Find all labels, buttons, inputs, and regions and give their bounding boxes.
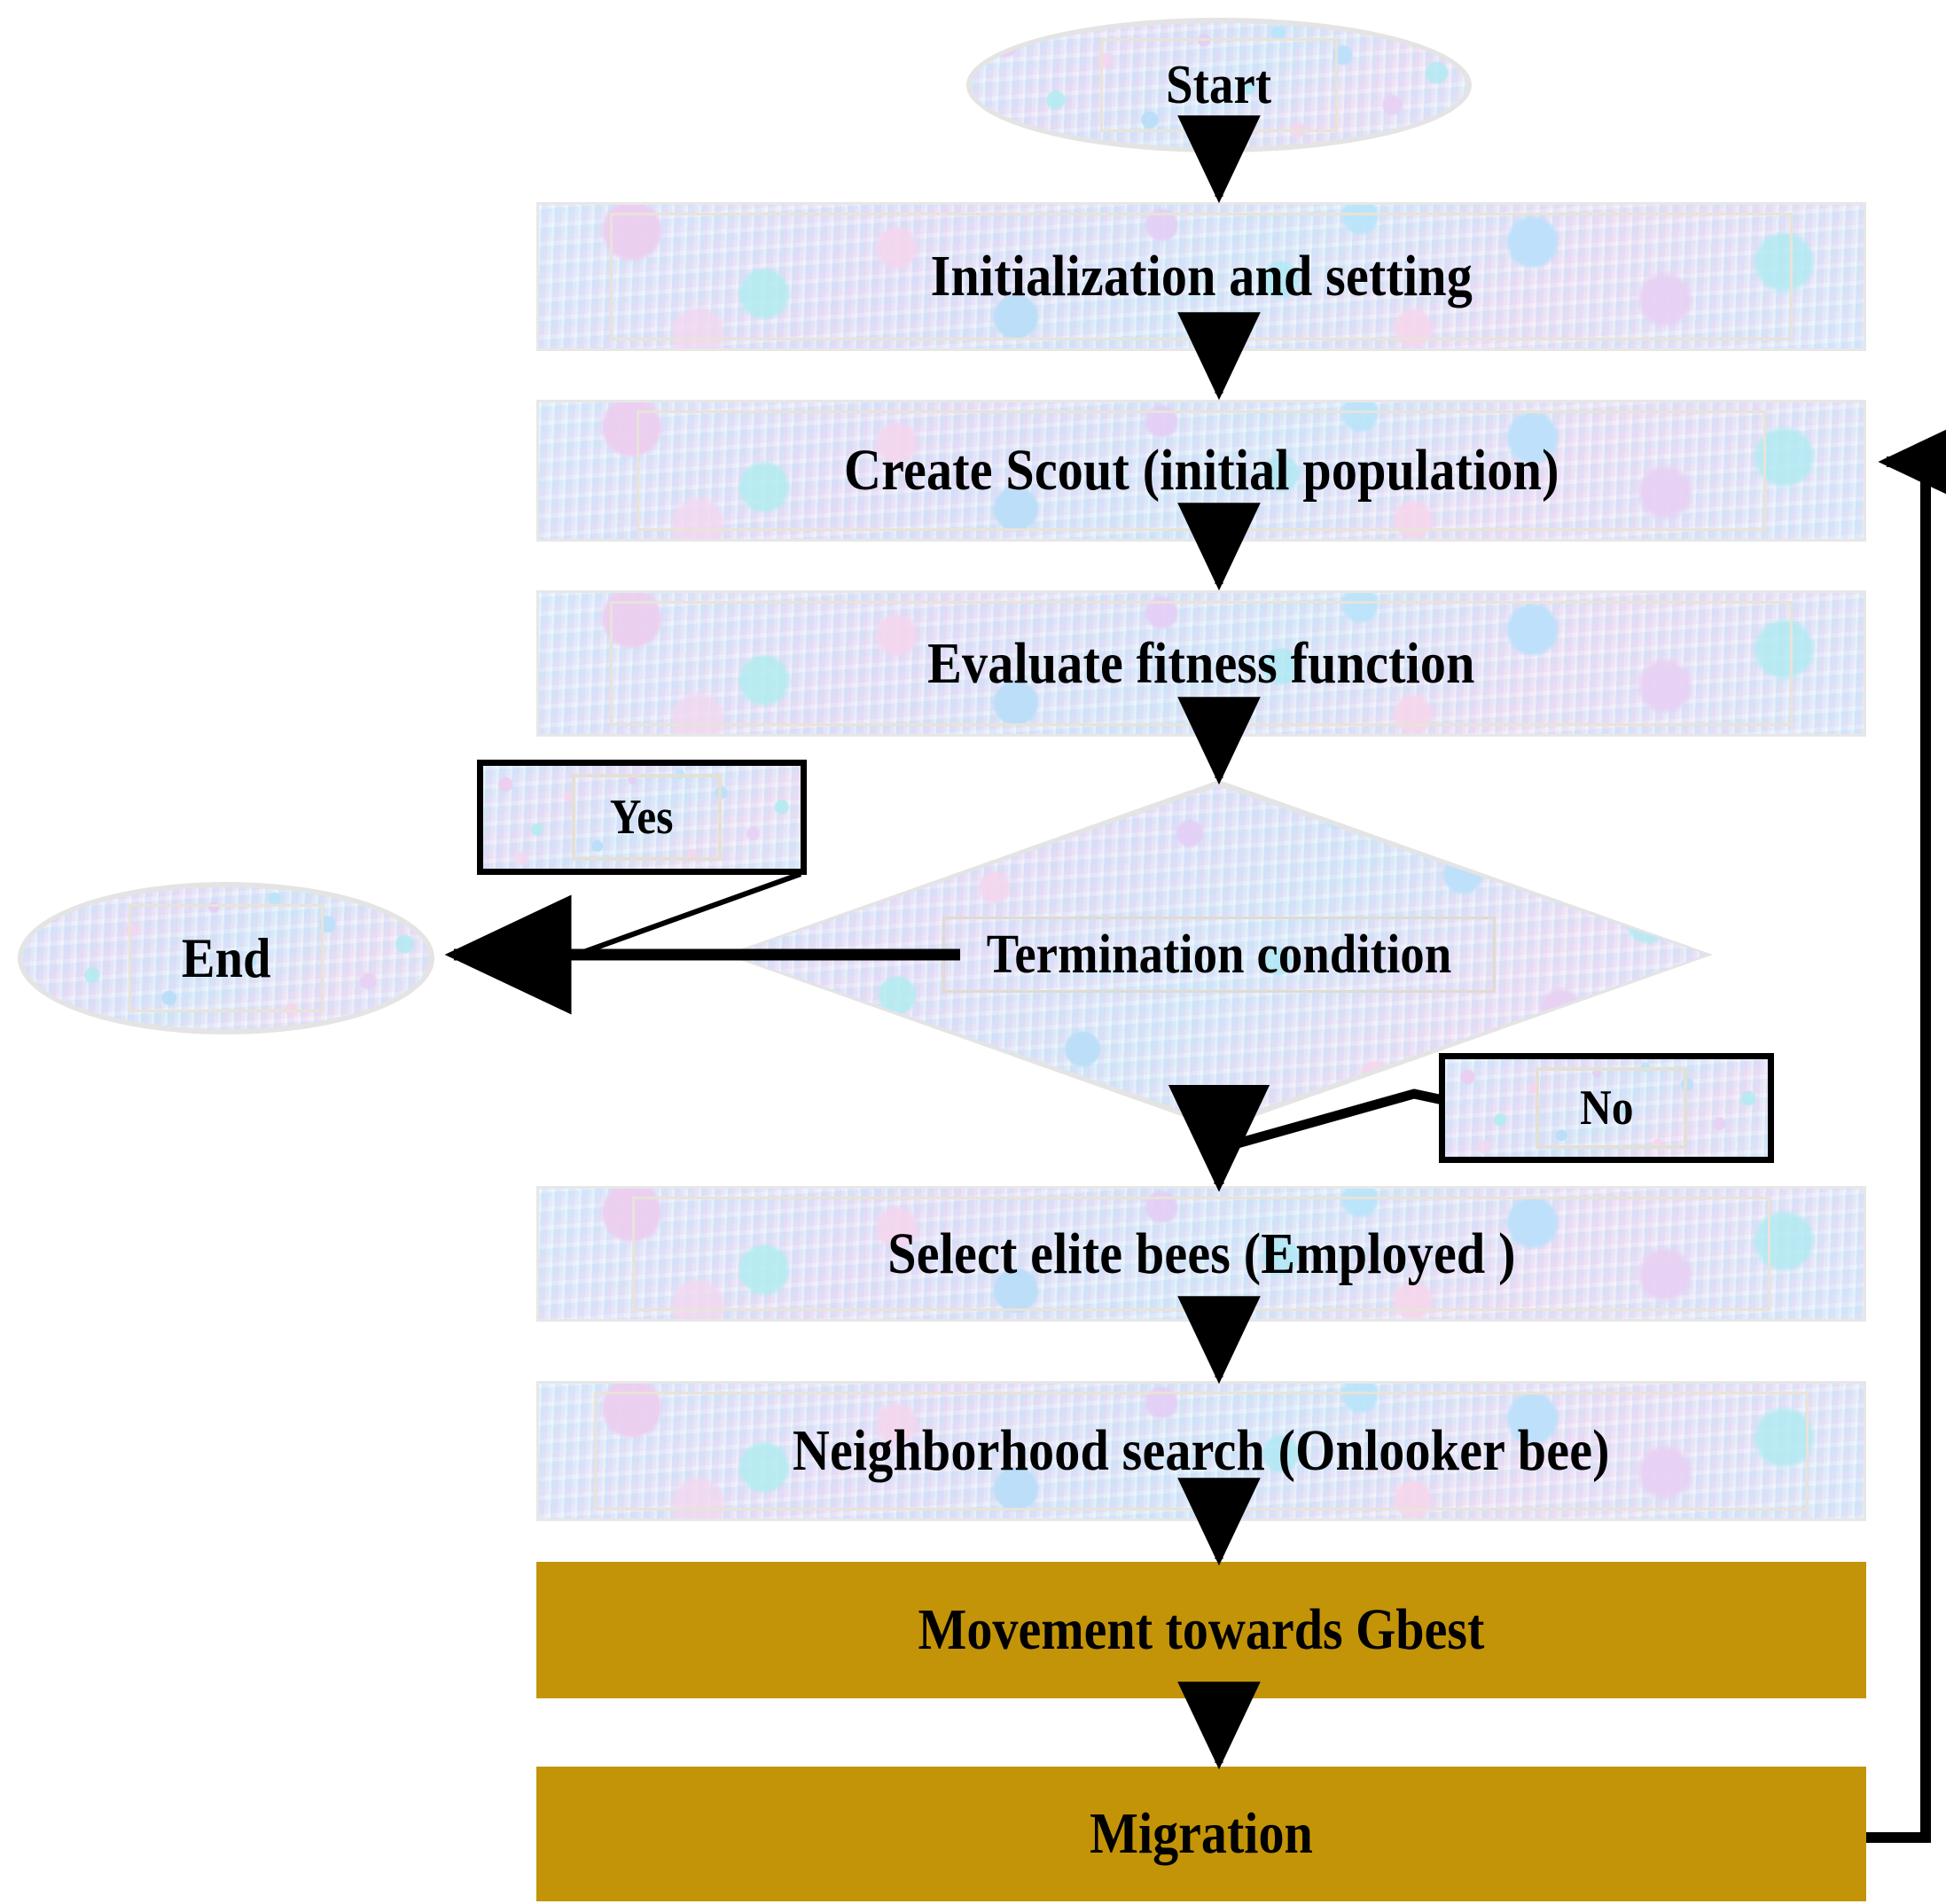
node-initialization[interactable]: Initialization and setting	[536, 202, 1866, 351]
edge-label-no-text: No	[1579, 1081, 1634, 1135]
edge-migration-createscout-feedback	[1866, 406, 1946, 1843]
node-termination-condition-label: Termination condition	[986, 924, 1452, 985]
node-migration-label: Migration	[1090, 1801, 1313, 1866]
node-neighborhood-search-label: Neighborhood search (Onlooker bee)	[793, 1418, 1610, 1483]
node-select-elite-bees-label: Select elite bees (Employed )	[887, 1221, 1516, 1286]
node-evaluate-fitness-label: Evaluate fitness function	[927, 630, 1475, 696]
node-select-elite-bees[interactable]: Select elite bees (Employed )	[536, 1186, 1866, 1322]
node-end-label: End	[181, 926, 271, 989]
node-initialization-label: Initialization and setting	[930, 244, 1473, 308]
node-start[interactable]: Start	[966, 18, 1472, 152]
edge-label-yes[interactable]: Yes	[477, 760, 807, 875]
node-migration[interactable]: Migration	[536, 1767, 1866, 1901]
node-evaluate-fitness[interactable]: Evaluate fitness function	[536, 590, 1866, 737]
node-movement-towards-gbest-label: Movement towards Gbest	[918, 1597, 1485, 1662]
node-start-label: Start	[1166, 54, 1272, 115]
node-movement-towards-gbest[interactable]: Movement towards Gbest	[536, 1562, 1866, 1698]
node-create-scout-label: Create Scout (initial population)	[843, 438, 1559, 503]
node-neighborhood-search[interactable]: Neighborhood search (Onlooker bee)	[536, 1381, 1866, 1521]
node-create-scout[interactable]: Create Scout (initial population)	[536, 400, 1866, 542]
node-end[interactable]: End	[18, 882, 434, 1034]
edge-label-no[interactable]: No	[1439, 1053, 1774, 1163]
edge-label-yes-text: Yes	[610, 790, 674, 845]
